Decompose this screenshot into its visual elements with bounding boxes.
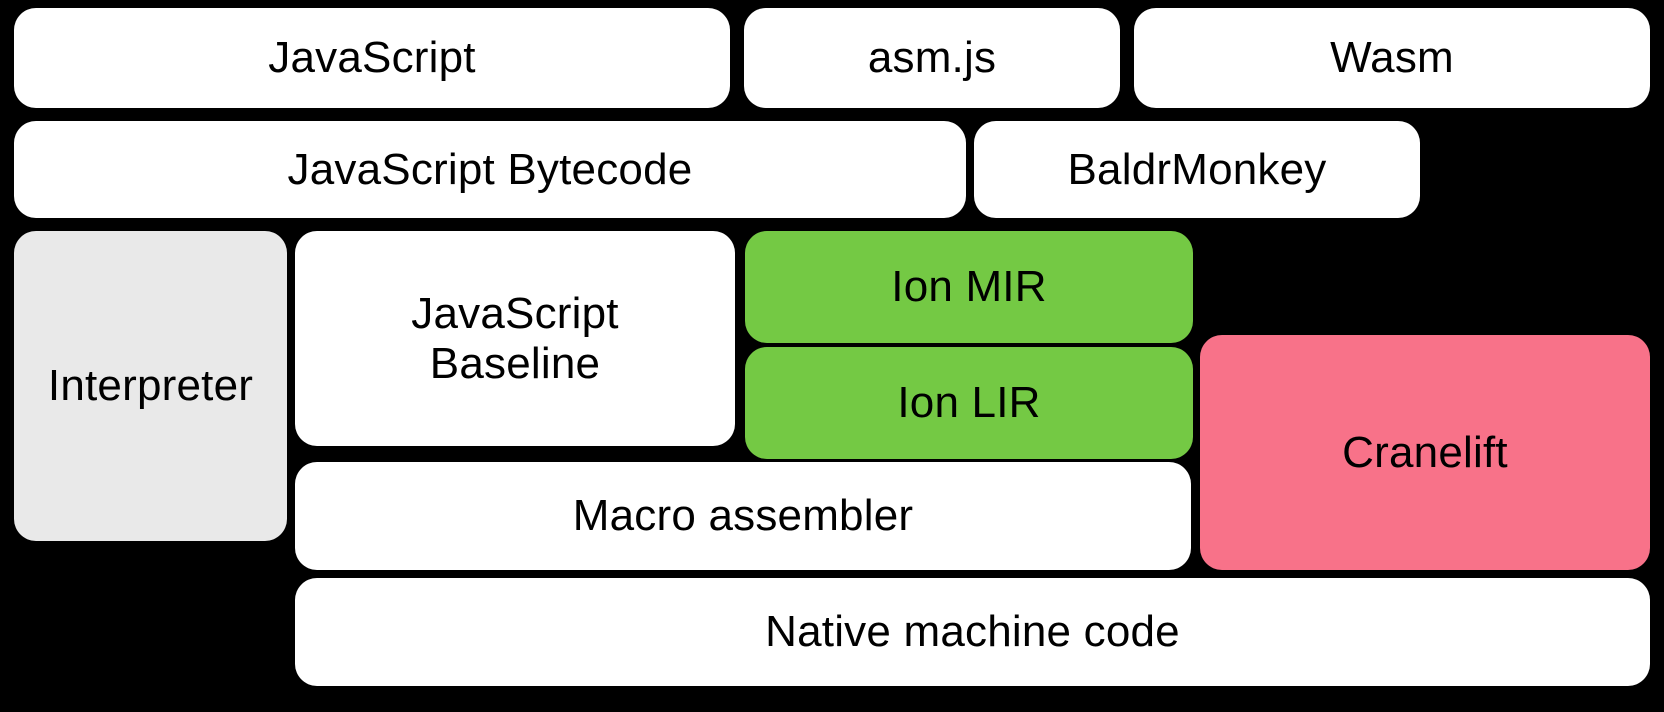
node-cranelift[interactable]: Cranelift bbox=[1200, 335, 1650, 570]
node-baldrmonkey[interactable]: BaldrMonkey bbox=[974, 121, 1420, 218]
node-wasm[interactable]: Wasm bbox=[1134, 8, 1650, 108]
node-ion-lir[interactable]: Ion LIR bbox=[745, 347, 1193, 459]
node-ion-mir[interactable]: Ion MIR bbox=[745, 231, 1193, 343]
node-javascript-baseline[interactable]: JavaScript Baseline bbox=[295, 231, 735, 446]
node-macro-assembler[interactable]: Macro assembler bbox=[295, 462, 1191, 570]
node-interpreter[interactable]: Interpreter bbox=[14, 231, 287, 541]
node-native-machine-code[interactable]: Native machine code bbox=[295, 578, 1650, 686]
node-javascript-bytecode[interactable]: JavaScript Bytecode bbox=[14, 121, 966, 218]
node-javascript[interactable]: JavaScript bbox=[14, 8, 730, 108]
node-asmjs[interactable]: asm.js bbox=[744, 8, 1120, 108]
